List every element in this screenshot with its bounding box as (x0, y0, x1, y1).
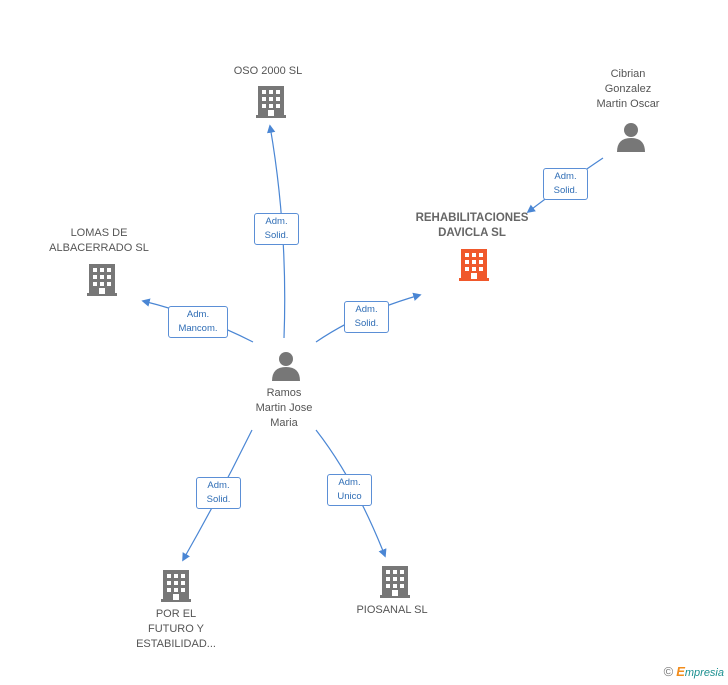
person-icon-ramos[interactable] (272, 352, 300, 381)
node-label-lomas[interactable]: LOMAS DE ALBACERRADO SL (49, 227, 149, 254)
building-icon-oso[interactable] (256, 86, 286, 118)
node-label-ramos[interactable]: Ramos Martin Jose Maria (255, 387, 313, 429)
empresia-logo: ©Empresia (663, 664, 724, 679)
edge-label-cibrian[interactable]: Adm. Solid. (543, 168, 588, 200)
edge-label-lomas[interactable]: Adm. Mancom. (168, 306, 228, 338)
edge-label-rehab[interactable]: Adm. Solid. (344, 301, 389, 333)
copyright-icon: © (663, 664, 674, 679)
node-label-rehab[interactable]: REHABILITACIONES DAVICLA SL (415, 212, 529, 239)
edge-label-oso[interactable]: Adm. Solid. (254, 213, 299, 245)
edge-label-porel[interactable]: Adm. Solid. (196, 477, 241, 509)
node-label-cibrian[interactable]: Cibrian Gonzalez Martin Oscar (596, 68, 660, 110)
node-label-piosanal[interactable]: PIOSANAL SL (356, 604, 428, 616)
node-label-oso[interactable]: OSO 2000 SL (233, 65, 303, 77)
building-icon-rehab[interactable] (459, 249, 489, 281)
building-icon-lomas[interactable] (87, 264, 117, 296)
edge-label-piosanal[interactable]: Adm. Unico (327, 474, 372, 506)
building-icon-piosanal[interactable] (380, 566, 410, 598)
building-icon-porel[interactable] (161, 570, 191, 602)
node-label-porel[interactable]: POR EL FUTURO Y ESTABILIDAD... (136, 608, 216, 650)
person-icon-cibrian[interactable] (617, 123, 645, 152)
